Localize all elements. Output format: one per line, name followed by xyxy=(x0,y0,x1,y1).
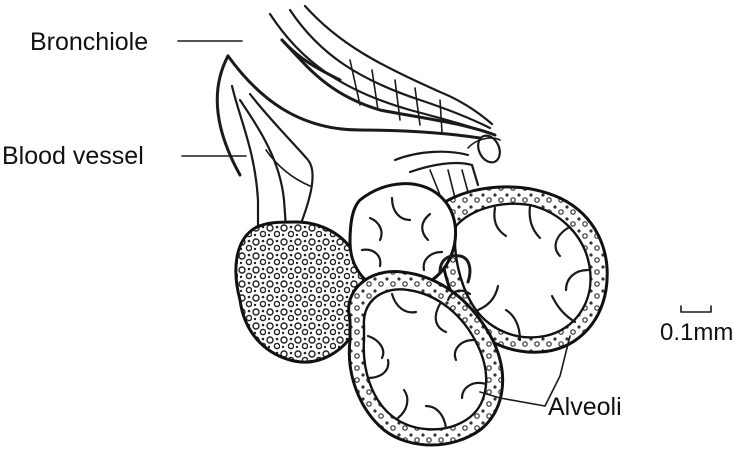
capillary-covered-sac xyxy=(236,222,364,362)
label-alveoli: Alveoli xyxy=(548,393,622,421)
label-blood-vessel: Blood vessel xyxy=(2,142,144,170)
label-bronchiole: Bronchiole xyxy=(30,28,148,56)
label-scale: 0.1mm xyxy=(660,319,733,346)
scale-bar xyxy=(681,306,711,312)
